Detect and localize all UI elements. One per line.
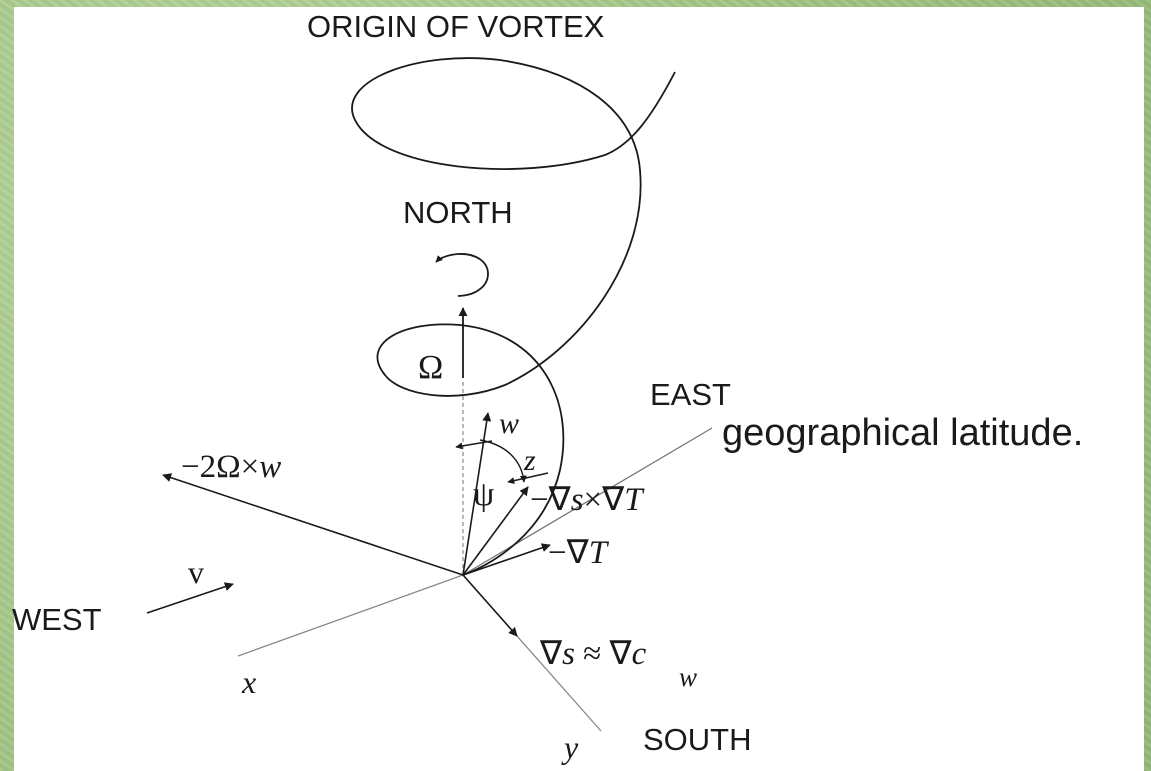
cross-prefix: −∇ xyxy=(530,482,572,518)
grad-t-label: −∇T xyxy=(548,535,610,571)
z-arrow xyxy=(507,472,549,485)
east-label: EAST xyxy=(650,377,731,412)
x-axis-line xyxy=(237,574,464,657)
south-label: SOUTH xyxy=(643,722,752,757)
x-axis-label: x xyxy=(241,664,256,700)
coriolis-var: w xyxy=(259,449,281,485)
coriolis-prefix: −2Ω× xyxy=(181,449,259,485)
velocity-arrow xyxy=(146,582,234,614)
latitude-label: geographical latitude. xyxy=(722,412,1083,454)
grad-c-subscript: w xyxy=(679,662,697,692)
grad-t-var: T xyxy=(589,535,610,571)
z-label: z xyxy=(523,444,536,477)
west-label: WEST xyxy=(12,602,102,637)
rotation-arrow xyxy=(435,253,489,297)
w-arrow xyxy=(462,412,492,576)
cross-s: s xyxy=(571,482,584,518)
coriolis-label: −2Ω×w xyxy=(181,449,281,485)
cross-product-label: −∇s×∇T xyxy=(530,482,645,518)
cross-mid: ×∇ xyxy=(584,482,626,518)
v-label: v xyxy=(188,554,204,590)
origin-label: ORIGIN OF VORTEX xyxy=(307,9,605,44)
north-label: NORTH xyxy=(403,195,513,230)
grad-t-arrow xyxy=(462,543,551,576)
grad-s-label: ∇s ≈ ∇c xyxy=(539,636,647,672)
omega-label: Ω xyxy=(418,349,443,386)
coriolis-arrow xyxy=(162,473,464,576)
grad-s-var: s xyxy=(562,636,575,672)
diagram-sheet xyxy=(14,7,1144,771)
cross-product-arrow xyxy=(462,486,529,576)
grad-s-mid: ≈ ∇ xyxy=(575,636,633,672)
psi-label: ψ xyxy=(473,476,494,513)
grad-t-prefix: −∇ xyxy=(548,535,590,571)
grad-s-arrow xyxy=(462,574,518,637)
w-label: w xyxy=(499,407,519,440)
psi-angle-arc xyxy=(479,439,527,483)
grad-s-prefix: ∇ xyxy=(539,636,563,672)
vortex-spiral-curve xyxy=(351,57,676,576)
latitude-line xyxy=(462,427,713,576)
cross-t: T xyxy=(624,482,645,518)
grad-c-var: c xyxy=(632,636,647,672)
y-axis-label: y xyxy=(561,729,579,765)
